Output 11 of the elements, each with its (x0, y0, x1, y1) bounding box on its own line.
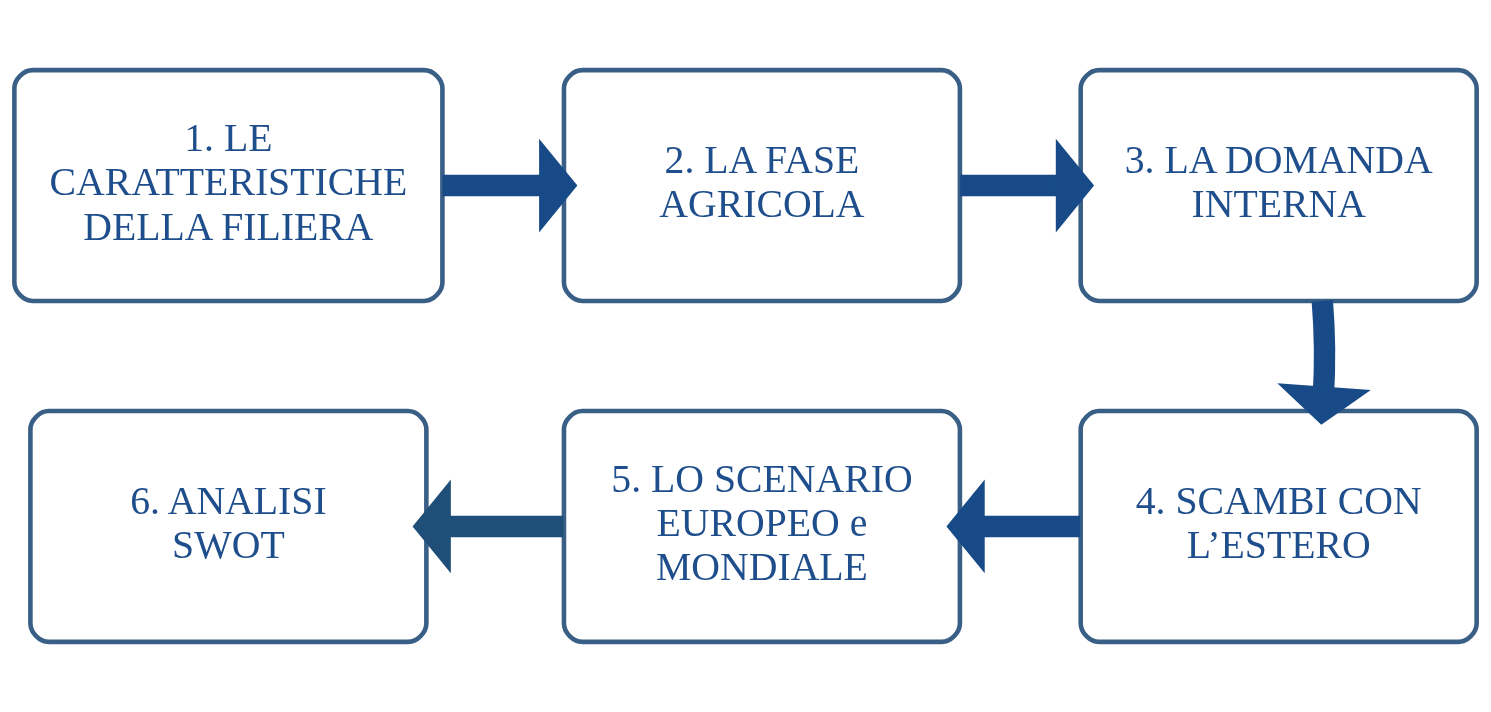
arrow (442, 138, 578, 233)
node-box: 6. ANALISI SWOT (28, 408, 429, 645)
node-box: 2. LA FASE AGRICOLA (561, 67, 963, 304)
node-box: 5. LO SCENARIO EUROPEO e MONDIALE (561, 408, 963, 645)
node-box: 4. SCAMBI CON L’ESTERO (1078, 408, 1479, 645)
node-box: 3. LA DOMANDA INTERNA (1078, 67, 1479, 304)
arrow (946, 479, 1081, 574)
arrow (412, 479, 564, 574)
arrow (1277, 300, 1371, 425)
node-box: 1. LE CARATTERISTICHE DELLA FILIERA (12, 67, 445, 304)
arrow (960, 138, 1095, 233)
